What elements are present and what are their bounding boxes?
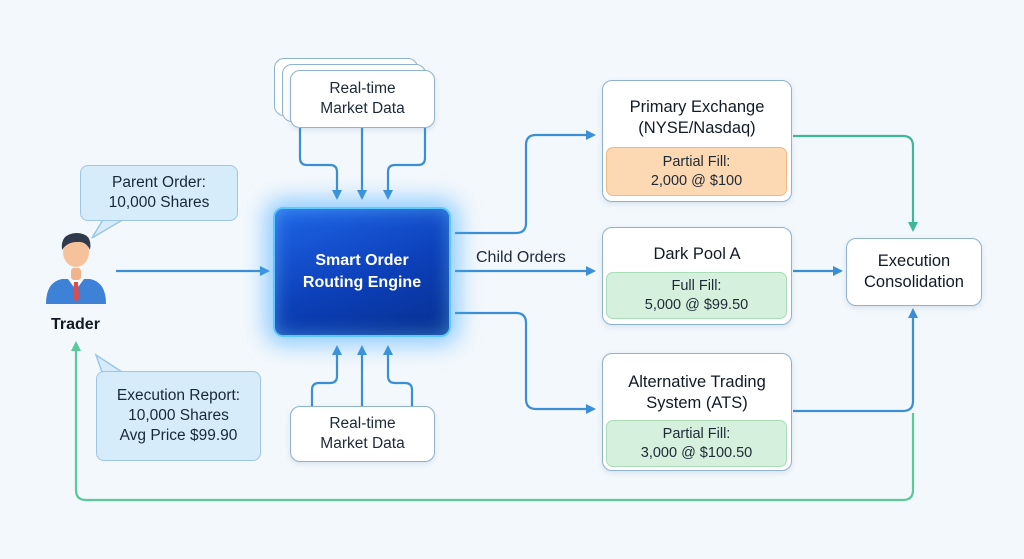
parent-order-bubble: Parent Order: 10,000 Shares <box>80 165 238 221</box>
child-orders-label: Child Orders <box>476 249 566 266</box>
primary-exchange-box: Primary Exchange (NYSE/Nasdaq) Partial F… <box>602 80 792 202</box>
trader-icon <box>46 233 106 304</box>
consolidation-line-1: Execution <box>877 252 951 270</box>
execution-report-line-2: 10,000 Shares <box>128 407 229 424</box>
market-data-bottom-box: Real-time Market Data <box>290 406 435 462</box>
primary-exchange-fill: Partial Fill: 2,000 @ $100 <box>606 147 787 196</box>
ats-to-consolidation-arrow <box>793 308 918 413</box>
ats-fill-line-1: Partial Fill: <box>662 425 731 442</box>
market-data-top-line-2: Market Data <box>320 100 405 117</box>
dark-pool-box: Dark Pool A Full Fill: 5,000 @ $99.50 <box>602 227 792 325</box>
primary-exchange-title-2: (NYSE/Nasdaq) <box>638 119 756 137</box>
parent-order-line-1: Parent Order: <box>112 174 206 191</box>
ats-title-2: System (ATS) <box>646 394 748 412</box>
report-return-arrow <box>71 341 915 502</box>
market-data-top-arrow-right <box>383 128 427 200</box>
ats-title-1: Alternative Trading <box>628 373 766 391</box>
ats-box: Alternative Trading System (ATS) Partial… <box>602 353 792 471</box>
market-data-top-line-1: Real-time <box>329 80 396 97</box>
market-data-top-box: Real-time Market Data <box>290 70 435 128</box>
dark-pool-fill: Full Fill: 5,000 @ $99.50 <box>606 272 787 319</box>
market-data-bottom-line-2: Market Data <box>320 435 405 452</box>
consolidation-line-2: Consolidation <box>864 273 964 291</box>
dark-pool-title: Dark Pool A <box>653 245 741 263</box>
market-data-bottom-arrow-left <box>310 345 342 406</box>
execution-report-bubble: Execution Report: 10,000 Shares Avg Pric… <box>96 371 261 461</box>
execution-report-line-3: Avg Price $99.90 <box>119 427 238 444</box>
execution-report-bubble-tail <box>94 353 123 373</box>
engine-to-primary-arrow <box>455 130 596 235</box>
dark-pool-fill-line-1: Full Fill: <box>671 277 722 294</box>
ats-fill: Partial Fill: 3,000 @ $100.50 <box>606 420 787 467</box>
ats-fill-line-2: 3,000 @ $100.50 <box>640 444 753 461</box>
smart-order-routing-engine: Smart Order Routing Engine <box>273 207 451 337</box>
parent-order-bubble-tail <box>91 217 125 239</box>
primary-exchange-fill-line-2: 2,000 @ $100 <box>650 172 743 189</box>
market-data-bottom-line-1: Real-time <box>329 415 396 432</box>
market-data-top-arrow-left <box>298 128 342 200</box>
parent-order-line-2: 10,000 Shares <box>108 194 210 211</box>
primary-to-consolidation-arrow <box>793 134 918 232</box>
engine-line-2: Routing Engine <box>302 274 422 291</box>
engine-line-1: Smart Order <box>315 252 409 269</box>
engine-to-ats-arrow <box>455 311 596 414</box>
primary-exchange-title-1: Primary Exchange <box>629 98 765 116</box>
market-data-bottom-arrow-right <box>383 345 414 406</box>
dark-pool-fill-line-2: 5,000 @ $99.50 <box>644 296 749 313</box>
primary-exchange-fill-line-1: Partial Fill: <box>662 153 731 170</box>
trader-label: Trader <box>51 316 100 333</box>
execution-consolidation-box: Execution Consolidation <box>846 238 982 306</box>
execution-report-line-1: Execution Report: <box>116 387 241 404</box>
